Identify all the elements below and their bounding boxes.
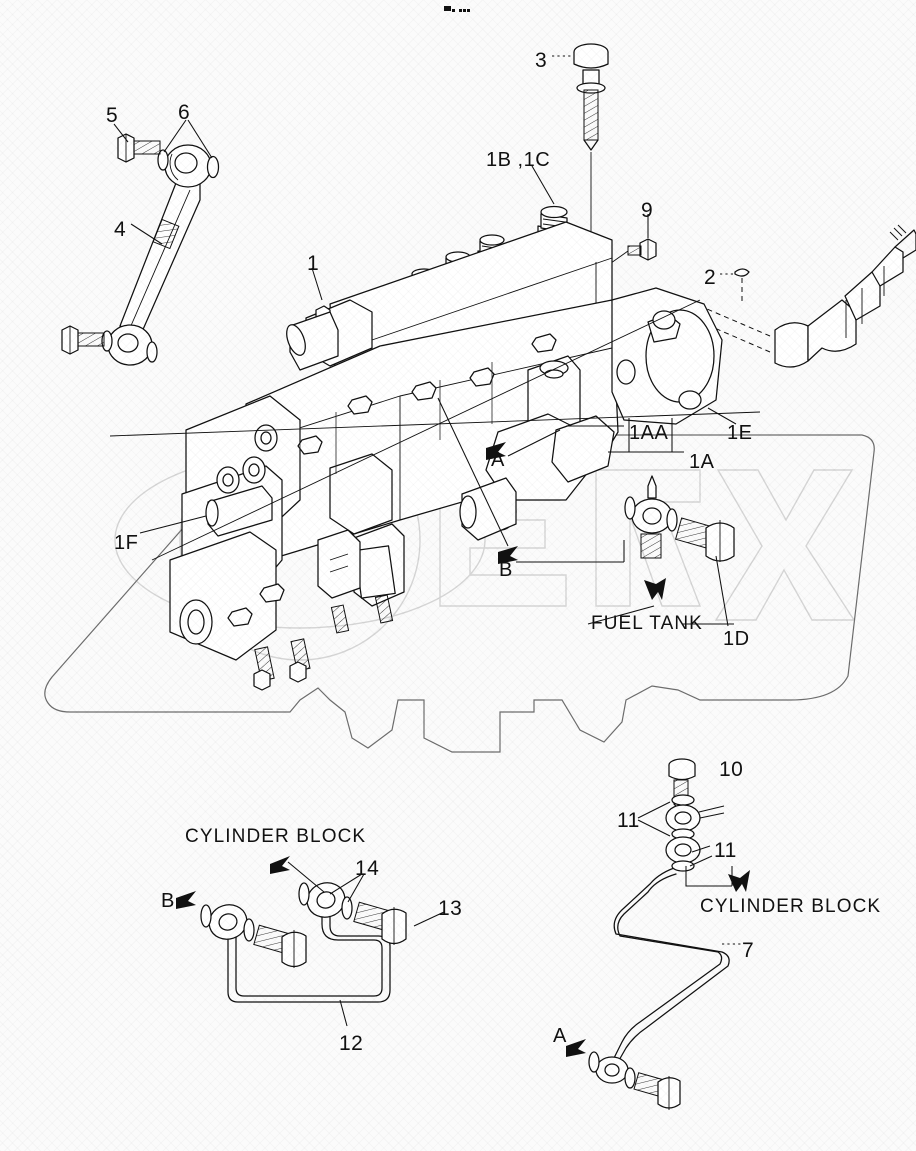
fuel-pipe-assembly-right [566, 758, 750, 1110]
callout-label-1: 1 [307, 252, 320, 275]
callout-label-11: 11 [617, 809, 640, 832]
callout-label-1f: 1F [114, 532, 139, 554]
callout-label-12: 12 [339, 1032, 364, 1055]
callout-label-14: 14 [355, 857, 380, 880]
callout-label-cylinder-block: CYLINDER BLOCK [185, 826, 367, 847]
callout-label-b: B [161, 890, 175, 912]
pump-envelope-outline [44, 434, 875, 753]
callout-label-11: 11 [714, 839, 737, 862]
callout-label-1d: 1D [723, 628, 750, 650]
callout-label-4: 4 [114, 218, 127, 241]
injector-nozzle [695, 224, 916, 368]
overflow-banjo-1D [624, 475, 735, 562]
injection-pump-body [169, 205, 723, 691]
callout-leaders [109, 55, 761, 627]
callout-label-1e: 1E [727, 422, 753, 444]
control-rod-assembly [61, 133, 220, 366]
callout-label-9: 9 [641, 199, 654, 222]
callout-label-5: 5 [106, 104, 119, 127]
small-bolt-9 [603, 238, 657, 269]
callout-label-1b-1c: 1B ,1C [486, 149, 551, 171]
callout-label-fuel-tank: FUEL TANK [591, 613, 703, 634]
top-sheet-mark [444, 6, 470, 12]
callout-label-6: 6 [178, 101, 191, 124]
callout-label-13: 13 [438, 897, 463, 920]
callout-label-1a: 1A [689, 451, 715, 473]
callout-label-a: A [491, 449, 505, 471]
callout-label-3: 3 [535, 49, 548, 72]
callout-label-1aa: 1AA [629, 422, 669, 444]
callout-label-2: 2 [704, 266, 717, 289]
fuel-pipe-assembly-left [176, 856, 445, 1027]
callout-label-cylinder-block: CYLINDER BLOCK [700, 896, 882, 917]
callout-label-7: 7 [742, 939, 755, 962]
callout-label-b: B [499, 559, 513, 581]
callout-label-10: 10 [719, 758, 744, 781]
callout-label-a: A [553, 1025, 567, 1047]
lower-studs [253, 594, 394, 691]
